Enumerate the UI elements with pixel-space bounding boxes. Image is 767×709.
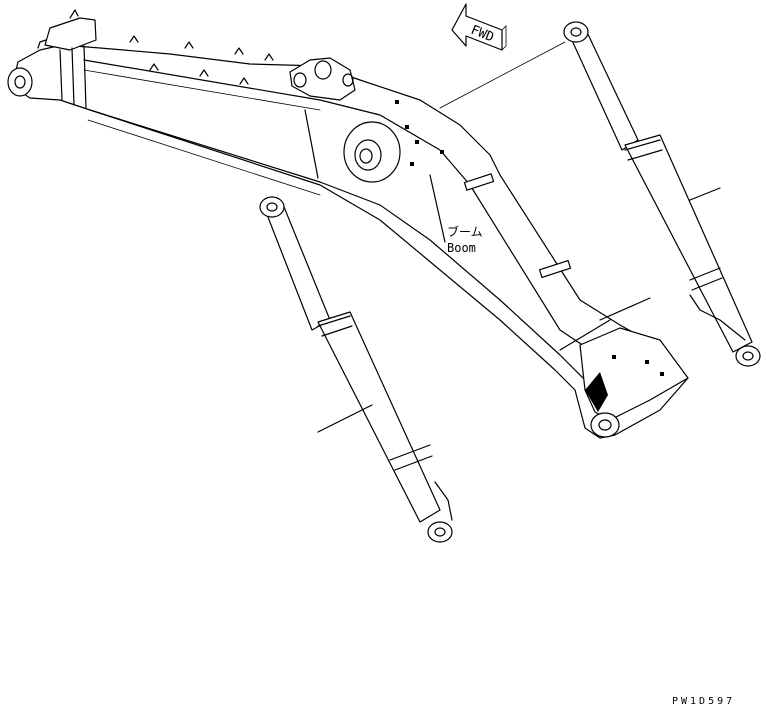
fwd-arrow-icon: FWD (451, 3, 507, 51)
boom (7, 9, 689, 439)
boom-label-en: Boom (447, 241, 476, 255)
left-boom-cylinder (259, 196, 453, 543)
right-boom-cylinder (563, 21, 761, 367)
leader-line (439, 41, 566, 109)
drawing-number: PW1D597 (672, 696, 735, 707)
boom-label-jp: ブーム (447, 224, 483, 239)
